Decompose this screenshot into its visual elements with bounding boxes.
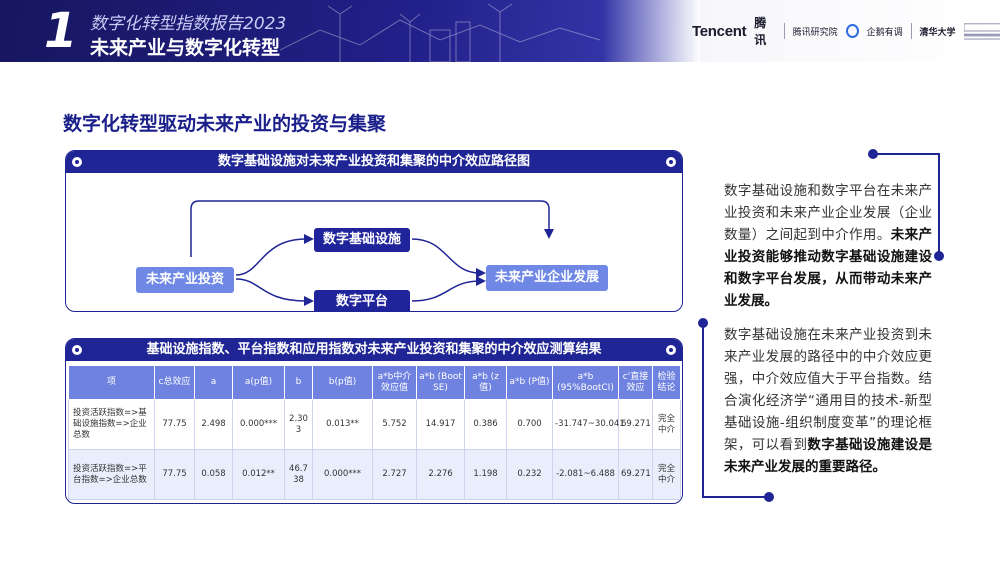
summary-2-text: 数字基础设施在未来产业投资到未来产业发展的路径中的中介效应更强，中介效应值大于平… — [724, 327, 932, 453]
table-cell: 77.75 — [154, 399, 195, 450]
table-cell: 5.752 — [372, 399, 417, 450]
summary-paragraph-2: 数字基础设施在未来产业投资到未来产业发展的路径中的中介效应更强，中介效应值大于平… — [724, 324, 932, 478]
table-cell: -2.081~6.488 — [552, 449, 619, 500]
table-cell: 0.232 — [506, 449, 553, 500]
node-future-industry-investment: 未来产业投资 — [136, 267, 234, 293]
mediation-path-diagram: 未来产业投资 数字基础设施 数字平台 未来产业企业发展 — [66, 173, 682, 311]
table-cell: 1.198 — [464, 449, 507, 500]
node-digital-platform: 数字平台 — [314, 290, 410, 311]
chapter-number: 1 — [44, 3, 78, 59]
penguin-survey-logo: 企鹅有调 — [866, 27, 903, 38]
logo-divider — [910, 23, 912, 39]
table-cell: 69.271 — [618, 399, 653, 450]
connector-dot-icon — [934, 251, 944, 261]
table-cell: -31.747~30.041 — [552, 399, 625, 450]
table-cell: 69.271 — [618, 449, 653, 500]
table-cell: 0.700 — [506, 399, 553, 450]
table-cell: 投资活跃指数=>平台指数=>企业总数 — [68, 449, 155, 500]
connector-line — [702, 496, 766, 498]
node-digital-infrastructure: 数字基础设施 — [314, 228, 410, 252]
logo-divider — [783, 23, 785, 39]
diagram-card: 数字基础设施对未来产业投资和集聚的中介效应路径图 未来产业投资 数字基础设施 数… — [65, 150, 683, 312]
summary-1-highlight: 未来产业投资能够推动数字基础设施建设和数字平台发展，从而带动未来产业发展。 — [724, 227, 933, 309]
diagram-title: 数字基础设施对未来产业投资和集聚的中介效应路径图 — [217, 154, 530, 169]
table-row: 投资活跃指数=>基础设施指数=>企业总数 77.75 2.498 0.000**… — [68, 399, 681, 450]
col-header: a*b (z值) — [464, 365, 507, 400]
summary-2-highlight: 数字基础设施建设是未来产业发展的重要路径。 — [724, 437, 933, 475]
table-cell: 0.012** — [232, 449, 285, 500]
table-cell: 2.276 — [416, 449, 465, 500]
connector-line — [702, 326, 704, 498]
col-header: a*b (P值) — [506, 365, 553, 400]
table-cell: 2.498 — [194, 399, 233, 450]
col-header: 检验结论 — [652, 365, 681, 400]
table-cell: 0.000*** — [232, 399, 285, 450]
header-dot-icon — [666, 157, 676, 167]
table-header-row: 项 c总效应 a a(p值) b b(p值) a*b中介效应值 a*b (Boo… — [68, 365, 681, 400]
connector-line — [938, 153, 940, 253]
wind-turbine-illustration — [280, 3, 600, 62]
col-header: c总效应 — [154, 365, 195, 400]
col-header: a*b (95%BootCI) — [552, 365, 619, 400]
connector-line — [876, 153, 940, 155]
table-cell: 2.727 — [372, 449, 417, 500]
table-cell: 0.386 — [464, 399, 507, 450]
connector-dot-icon — [764, 492, 774, 502]
report-title: 数字化转型指数报告2023 — [90, 14, 287, 34]
tencent-cn-logo: 腾讯 — [754, 16, 767, 47]
header-banner: 1 数字化转型指数报告2023 未来产业与数字化转型 Tencent 腾讯 腾讯… — [0, 0, 1000, 62]
tsinghua-logo: 清华大学 — [919, 27, 956, 38]
connector-dot-icon — [698, 318, 708, 328]
table-cell: 14.917 — [416, 399, 465, 450]
tencent-research-logo: 腾讯研究院 — [792, 27, 838, 38]
table-cell: 2.303 — [284, 399, 313, 450]
summary-paragraph-1: 数字基础设施和数字平台在未来产业投资和未来产业企业发展（企业数量）之间起到中介作… — [724, 180, 932, 312]
table-cell: 77.75 — [154, 449, 195, 500]
table-card-header: 基础设施指数、平台指数和应用指数对未来产业投资和集聚的中介效应测算结果 — [66, 339, 682, 361]
table-cell: 46.738 — [284, 449, 313, 500]
table-row: 投资活跃指数=>平台指数=>企业总数 77.75 0.058 0.012** 4… — [68, 449, 681, 500]
table-cell: 完全中介 — [652, 399, 681, 450]
section-title: 数字化转型驱动未来产业的投资与集聚 — [63, 113, 387, 135]
mediation-results-table: 项 c总效应 a a(p值) b b(p值) a*b中介效应值 a*b (Boo… — [68, 365, 681, 500]
table-cell: 0.000*** — [312, 449, 373, 500]
col-header: a — [194, 365, 233, 400]
table-cell: 0.013** — [312, 399, 373, 450]
col-header: b — [284, 365, 313, 400]
diagram-card-header: 数字基础设施对未来产业投资和集聚的中介效应路径图 — [66, 151, 682, 173]
research-center-seal-icon — [963, 23, 1000, 40]
header-dot-icon — [72, 157, 82, 167]
node-future-industry-development: 未来产业企业发展 — [486, 265, 608, 291]
partner-logos: Tencent 腾讯 腾讯研究院 企鹅有调 清华大学 — [692, 16, 1000, 47]
header-dot-icon — [666, 345, 676, 355]
header-dot-icon — [72, 345, 82, 355]
tencent-logo: Tencent — [692, 22, 747, 40]
table-cell: 完全中介 — [652, 449, 681, 500]
connector-dot-icon — [868, 149, 878, 159]
penguin-survey-icon — [845, 24, 859, 38]
col-header: b(p值) — [312, 365, 373, 400]
table-cell: 投资活跃指数=>基础设施指数=>企业总数 — [68, 399, 155, 450]
banner-fade — [560, 0, 700, 62]
col-header: a*b中介效应值 — [372, 365, 417, 400]
chapter-title: 未来产业与数字化转型 — [90, 37, 281, 59]
results-table-card: 基础设施指数、平台指数和应用指数对未来产业投资和集聚的中介效应测算结果 项 c总… — [65, 338, 683, 504]
summary-1-text: 数字基础设施和数字平台在未来产业投资和未来产业企业发展（企业数量）之间起到中介作… — [724, 183, 932, 243]
col-header: a*b (Boot SE) — [416, 365, 465, 400]
path-arrows — [190, 200, 554, 306]
table-title: 基础设施指数、平台指数和应用指数对未来产业投资和集聚的中介效应测算结果 — [146, 342, 602, 357]
col-header: a(p值) — [232, 365, 285, 400]
col-header: c'直接效应 — [618, 365, 653, 400]
col-header: 项 — [68, 365, 155, 400]
table-cell: 0.058 — [194, 449, 233, 500]
